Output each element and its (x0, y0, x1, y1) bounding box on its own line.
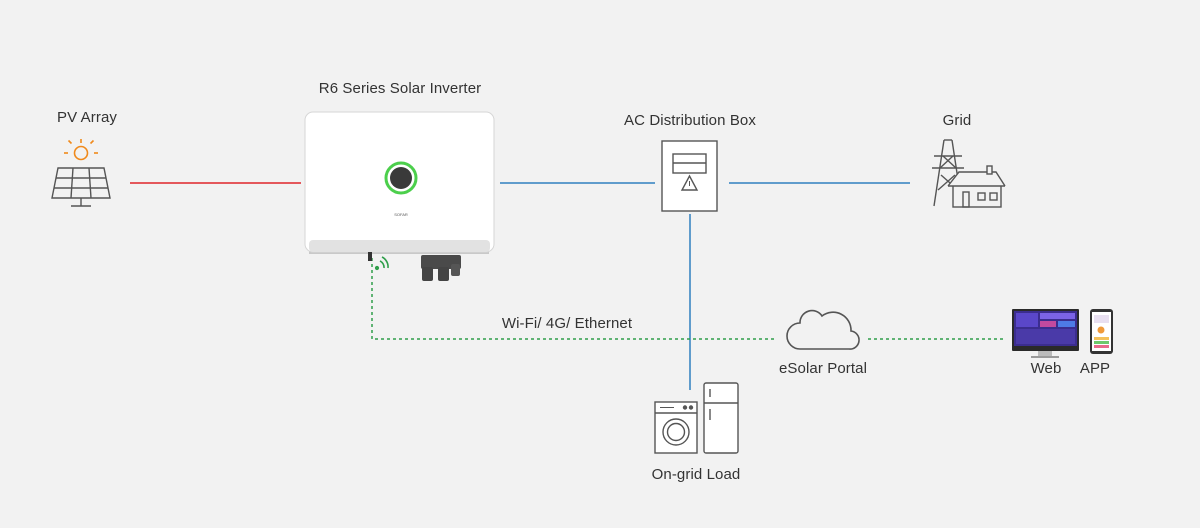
portal-label: eSolar Portal (778, 360, 868, 377)
solar-panel-icon (51, 167, 111, 207)
inverter-icon: SOFAR (304, 111, 495, 281)
pv-array-icon (51, 139, 111, 207)
comm-label: Wi-Fi/ 4G/ Ethernet (501, 315, 633, 332)
grid-label: Grid (942, 112, 972, 129)
sun-icon (64, 139, 98, 161)
web-label: Web (1030, 360, 1062, 377)
washing-machine-icon (654, 401, 698, 454)
wifi-icon (374, 256, 389, 271)
inverter-label: R6 Series Solar Inverter (318, 80, 482, 97)
pv-array-label: PV Array (57, 109, 117, 126)
app-label: APP (1079, 360, 1111, 377)
phone-icon (1090, 309, 1113, 354)
inverter-status-ring (384, 161, 418, 195)
refrigerator-icon (703, 382, 739, 454)
power-tower-icon (933, 139, 945, 207)
ac-box-label: AC Distribution Box (624, 112, 756, 129)
inverter-brand: SOFAR (394, 212, 408, 217)
load-label: On-grid Load (651, 466, 741, 483)
cloud-icon (786, 309, 860, 350)
web-monitor-icon (1012, 309, 1079, 358)
ac-distribution-box-icon (661, 140, 718, 212)
grid-icon (932, 139, 1006, 208)
comm-line-inverter (371, 258, 775, 340)
